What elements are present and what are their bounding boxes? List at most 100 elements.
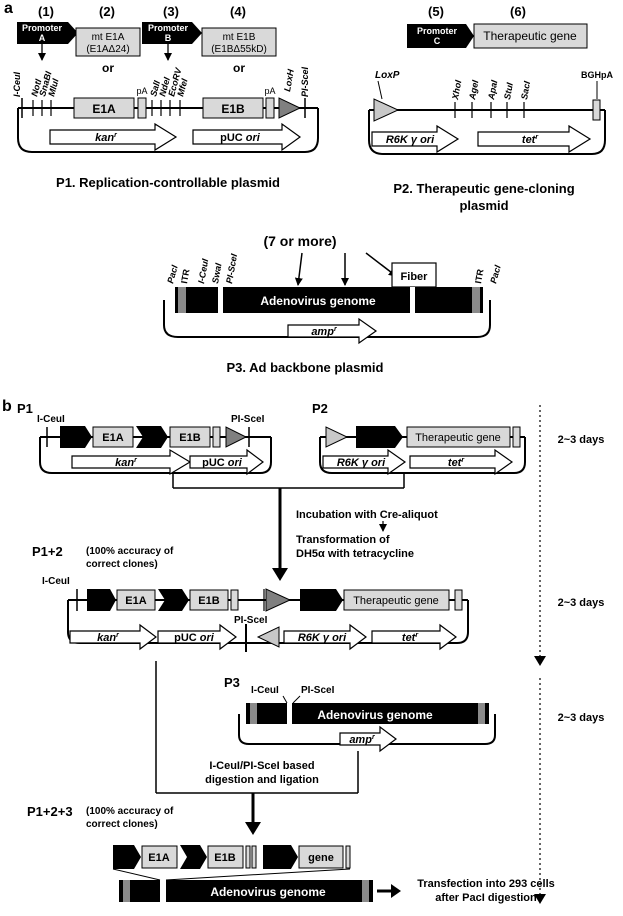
svg-text:E1A: E1A bbox=[125, 595, 146, 607]
svg-text:SacI: SacI bbox=[519, 80, 532, 100]
svg-text:Adenovirus genome: Adenovirus genome bbox=[317, 708, 433, 722]
svg-text:Promoter: Promoter bbox=[148, 23, 189, 33]
svg-text:ampr: ampr bbox=[349, 734, 376, 746]
b-p1-iceui: I-CeuI bbox=[37, 414, 65, 425]
p2-caption-line2: plasmid bbox=[459, 198, 508, 213]
days-2: 2~3 days bbox=[558, 597, 605, 609]
svg-text:pA: pA bbox=[136, 86, 147, 96]
svg-text:I-CeuI: I-CeuI bbox=[196, 257, 210, 284]
b-transfection-2: after PacI digestion bbox=[435, 892, 537, 904]
svg-text:PI-SceI: PI-SceI bbox=[224, 253, 239, 285]
timeline bbox=[534, 405, 546, 904]
p2-site-labels: XhoI AgeI ApaI StuI SacI bbox=[450, 79, 532, 101]
b-incubation: Incubation with Cre-aliquot bbox=[296, 509, 438, 521]
b-p12-iceui: I-CeuI bbox=[42, 576, 70, 587]
svg-text:XhoI: XhoI bbox=[450, 79, 463, 101]
svg-text:mt E1B: mt E1B bbox=[223, 32, 256, 43]
label-1: (1) bbox=[38, 4, 54, 19]
svg-text:SalI: SalI bbox=[148, 79, 162, 98]
svg-text:R6K γ ori: R6K γ ori bbox=[386, 134, 435, 146]
b-p3-label: P3 bbox=[224, 675, 240, 690]
b-transformation: Transformation of bbox=[296, 534, 390, 546]
svg-text:I-CeuI: I-CeuI bbox=[12, 72, 22, 98]
svg-text:(E1BΔ55kD): (E1BΔ55kD) bbox=[211, 44, 267, 55]
b-p2-label: P2 bbox=[312, 401, 328, 416]
svg-text:LoxH: LoxH bbox=[282, 68, 296, 92]
svg-text:ITR: ITR bbox=[179, 268, 191, 285]
b-p123-acc1: (100% accuracy of bbox=[86, 806, 174, 817]
svg-text:R6K γ ori: R6K γ ori bbox=[298, 632, 347, 644]
b-p123-label: P1+2+3 bbox=[27, 804, 73, 819]
b-dh5a: DH5α with tetracycline bbox=[296, 548, 414, 560]
b-transfection-1: Transfection into 293 cells bbox=[417, 878, 555, 890]
b-p3-pisce: PI-SceI bbox=[301, 685, 335, 696]
b-p1-map: E1A E1B kanr pUC ori bbox=[39, 426, 272, 476]
b-p12-map: E1A E1B Therapeutic gene kanr pUC ori R6… bbox=[67, 588, 469, 652]
panel-a-letter: a bbox=[4, 0, 13, 17]
b-p12-acc1: (100% accuracy of bbox=[86, 546, 174, 557]
svg-text:Therapeutic gene: Therapeutic gene bbox=[415, 432, 501, 444]
svg-text:mt E1A: mt E1A bbox=[92, 32, 125, 43]
svg-text:R6K γ ori: R6K γ ori bbox=[337, 457, 386, 469]
svg-text:SwaI: SwaI bbox=[210, 262, 223, 284]
svg-text:ApaI: ApaI bbox=[486, 79, 499, 101]
label-4: (4) bbox=[230, 4, 246, 19]
svg-text:MfeI: MfeI bbox=[175, 77, 189, 97]
svg-text:Adenovirus genome: Adenovirus genome bbox=[260, 294, 376, 308]
svg-text:NotI: NotI bbox=[29, 78, 43, 98]
svg-text:E1B: E1B bbox=[179, 432, 200, 444]
therapeutic-gene-box: Therapeutic gene bbox=[473, 23, 588, 49]
svg-text:B: B bbox=[165, 33, 172, 43]
label-5: (5) bbox=[428, 4, 444, 19]
svg-text:pUC ori: pUC ori bbox=[174, 632, 215, 644]
svg-text:E1B: E1B bbox=[221, 102, 245, 116]
svg-text:ITR: ITR bbox=[473, 268, 485, 285]
b-flow-2 bbox=[155, 661, 359, 835]
svg-text:E1B: E1B bbox=[214, 852, 235, 864]
svg-text:PacI: PacI bbox=[165, 264, 180, 285]
p2-caption-line1: P2. Therapeutic gene-cloning bbox=[393, 181, 574, 196]
mt-e1b-box: mt E1B (E1BΔ55kD) bbox=[201, 27, 277, 57]
svg-text:E1A: E1A bbox=[92, 102, 116, 116]
svg-text:Promoter: Promoter bbox=[22, 23, 63, 33]
svg-text:tetr: tetr bbox=[402, 632, 419, 644]
b-p1-label: P1 bbox=[17, 401, 33, 416]
svg-text:tetr: tetr bbox=[448, 457, 465, 469]
days-1: 2~3 days bbox=[558, 434, 605, 446]
p2-loxp: LoxP bbox=[375, 70, 400, 81]
b-p3-iceui: I-CeuI bbox=[251, 685, 279, 696]
svg-text:AgeI: AgeI bbox=[467, 79, 480, 101]
p1-plasmid-map: E1A pA E1B pA kanr pUC ori bbox=[17, 86, 319, 153]
b-p2-map: Therapeutic gene R6K γ ori tetr bbox=[319, 426, 526, 476]
p1-site-labels: I-CeuI NotI SnaBI MluI SalI NdeI EcoRV M… bbox=[12, 66, 310, 98]
svg-text:pA: pA bbox=[264, 86, 275, 96]
b-p3-map: Adenovirus genome ampr bbox=[238, 695, 496, 753]
b-p123-map: E1A E1B gene Adenovirus genome bbox=[112, 845, 401, 902]
svg-text:MluI: MluI bbox=[46, 77, 60, 97]
promoter-b: Promoter B bbox=[142, 22, 202, 44]
b-p12-acc2: correct clones) bbox=[86, 559, 158, 570]
p3-plasmid-map: (7 or more) Fiber Adenovirus genome ampr bbox=[163, 233, 491, 345]
svg-text:A: A bbox=[39, 33, 46, 43]
svg-text:kanr: kanr bbox=[95, 132, 118, 144]
p2-bghpa: BGHpA bbox=[581, 70, 613, 80]
svg-text:StuI: StuI bbox=[502, 81, 515, 100]
svg-text:kanr: kanr bbox=[97, 632, 120, 644]
label-6: (6) bbox=[510, 4, 526, 19]
b-p12-label: P1+2 bbox=[32, 544, 63, 559]
svg-text:pUC ori: pUC ori bbox=[202, 457, 243, 469]
b-flow-1 bbox=[172, 473, 405, 581]
svg-text:Promoter: Promoter bbox=[417, 26, 458, 36]
or-e1a: or bbox=[102, 61, 114, 75]
svg-text:ampr: ampr bbox=[311, 326, 338, 338]
svg-text:tetr: tetr bbox=[522, 134, 539, 146]
svg-text:(E1AΔ24): (E1AΔ24) bbox=[86, 44, 129, 55]
label-2: (2) bbox=[99, 4, 115, 19]
b-p12-pisce: PI-SceI bbox=[234, 615, 268, 626]
mt-e1a-box: mt E1A (E1AΔ24) bbox=[75, 27, 141, 57]
b-p1-pisce: PI-SceI bbox=[231, 414, 265, 425]
p1-caption: P1. Replication-controllable plasmid bbox=[56, 175, 280, 190]
svg-text:E1A: E1A bbox=[102, 432, 123, 444]
or-e1b: or bbox=[233, 61, 245, 75]
